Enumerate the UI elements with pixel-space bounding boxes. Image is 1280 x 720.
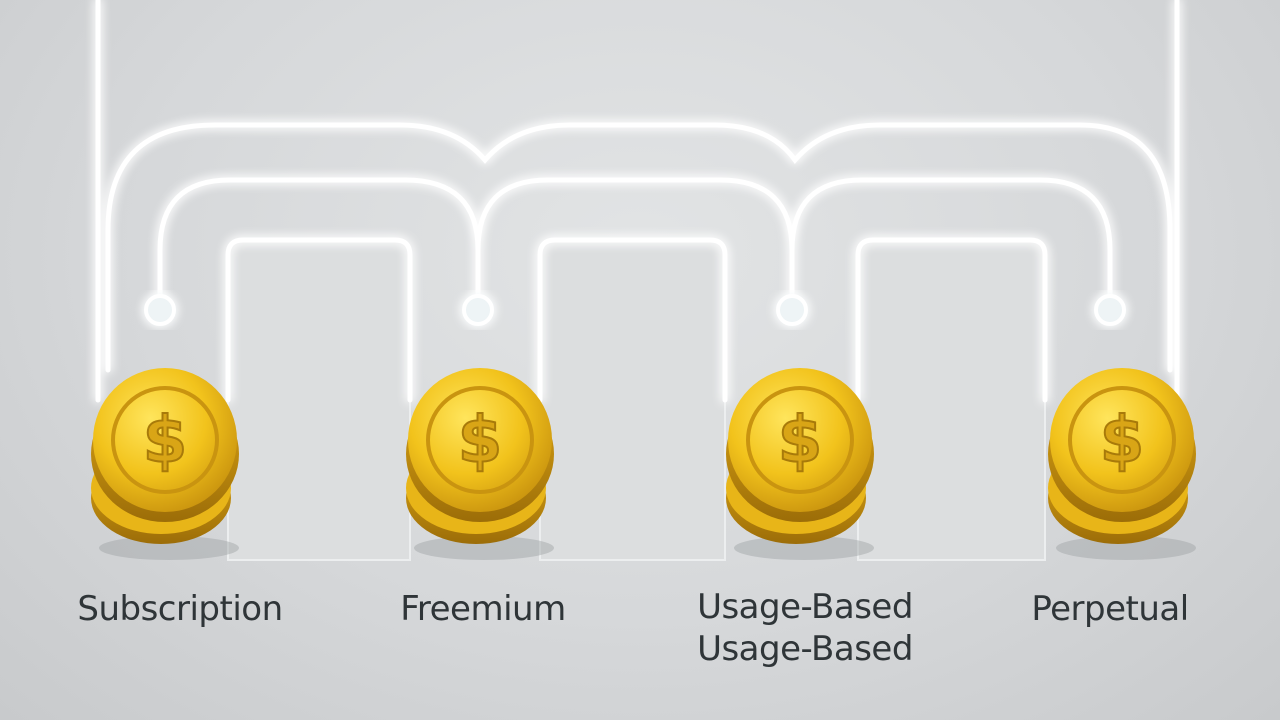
label-perpetual: Perpetual xyxy=(1031,589,1189,629)
connector-lines xyxy=(95,0,1180,403)
dollar-coin-stack-icon: $ xyxy=(1048,368,1196,560)
label-subscription: Subscription xyxy=(77,589,283,629)
dollar-symbol: $ xyxy=(1100,404,1145,478)
coin-stacks: $ $ $ $ xyxy=(91,368,1196,560)
node-usage-based xyxy=(776,294,808,326)
label-usage-based: Usage-Based Usage-Based xyxy=(655,586,955,670)
node-freemium xyxy=(462,294,494,326)
label-usage-based-line2: Usage-Based xyxy=(697,629,913,669)
raised-panels xyxy=(227,239,1046,561)
dollar-symbol: $ xyxy=(458,404,503,478)
dollar-coin-stack-icon: $ xyxy=(91,368,239,560)
connector-nodes xyxy=(144,294,1126,326)
node-subscription xyxy=(144,294,176,326)
dollar-symbol: $ xyxy=(143,404,188,478)
dollar-coin-stack-icon: $ xyxy=(406,368,554,560)
label-freemium: Freemium xyxy=(400,589,566,629)
node-perpetual xyxy=(1094,294,1126,326)
dollar-symbol: $ xyxy=(778,404,823,478)
dollar-coin-stack-icon: $ xyxy=(726,368,874,560)
